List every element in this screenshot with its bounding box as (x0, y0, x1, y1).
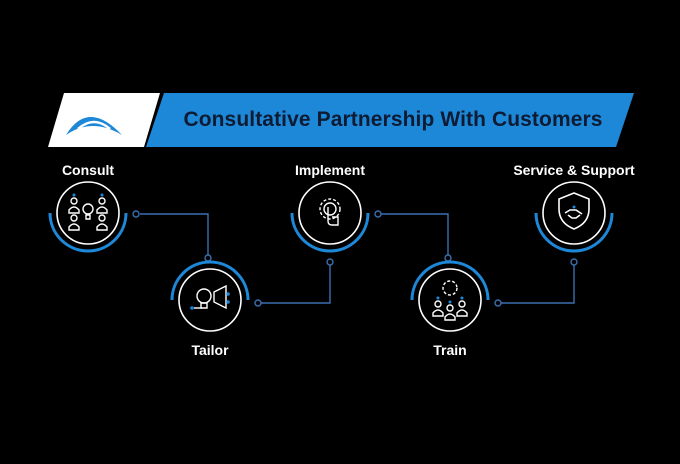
gear-group-icon (432, 280, 468, 321)
gear-hand-icon (319, 198, 341, 226)
step-label-train: Train (433, 342, 467, 358)
shield-handshake-icon (558, 192, 590, 230)
step-label-implement: Implement (294, 162, 365, 178)
step-service-support-node (534, 181, 614, 253)
step-tailor-node (170, 260, 250, 332)
page-title: Consultative Partnership With Customers (183, 108, 603, 131)
step-implement-node (290, 181, 370, 253)
step-label-consult: Consult (61, 162, 115, 178)
lightbulb-speaker-icon (194, 284, 227, 310)
title-banner (146, 93, 634, 147)
step-label-service-support: Service & Support (513, 162, 635, 178)
brand-logo-icon (48, 93, 160, 147)
step-consult-node (48, 181, 128, 253)
step-label-tailor: Tailor (191, 342, 229, 358)
step-train-node (410, 260, 490, 332)
people-ideas-icon (68, 197, 108, 231)
